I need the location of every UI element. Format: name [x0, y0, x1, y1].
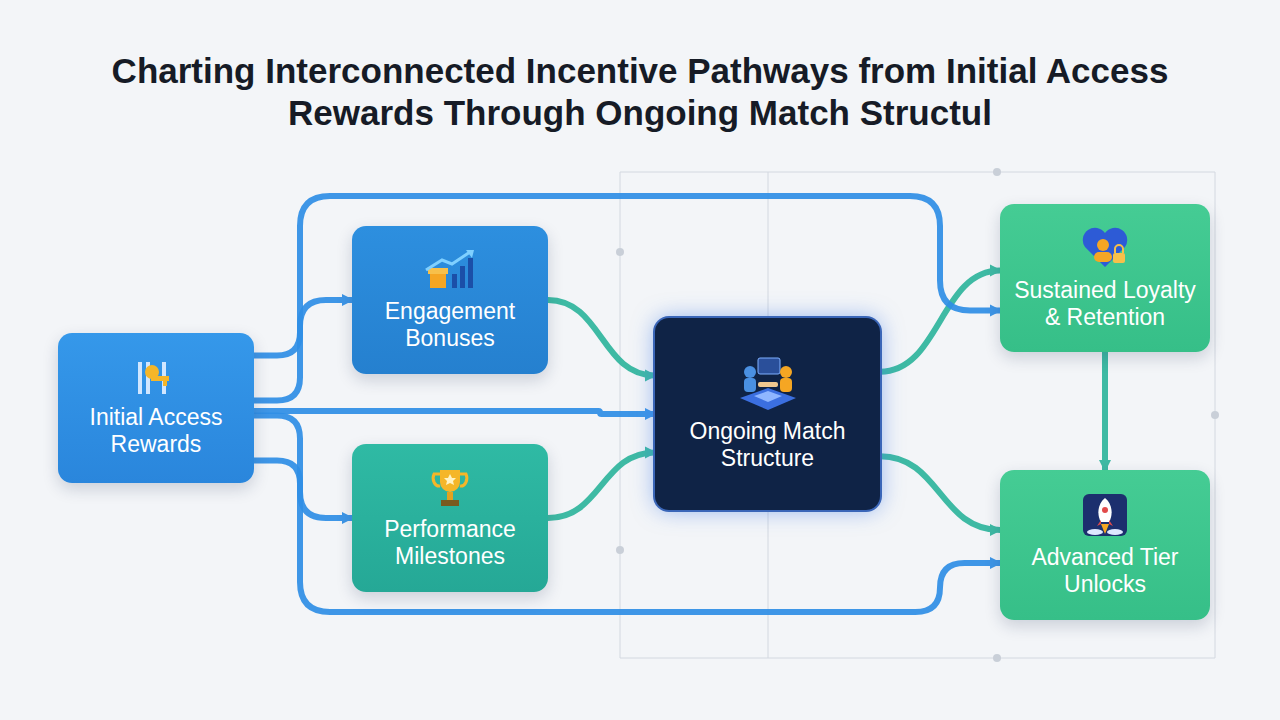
- node-icon: [430, 466, 470, 510]
- node-label: Performance Milestones: [362, 516, 538, 570]
- node-icon: [732, 356, 804, 412]
- flow-connector: [1102, 352, 1108, 470]
- node-label: Initial Access Rewards: [68, 404, 244, 458]
- flow-connector: [254, 411, 655, 414]
- start-box: Initial Access Rewards: [58, 333, 254, 483]
- node-label: Sustained Loyalty & Retention: [1010, 277, 1200, 331]
- outcome-box: Advanced Tier Unlocks: [1000, 470, 1210, 620]
- node-label: Advanced Tier Unlocks: [1010, 544, 1200, 598]
- process-box: Engagement Bonuses: [352, 226, 548, 374]
- node-icon: [134, 358, 178, 398]
- flow-connector: [548, 300, 655, 376]
- node-icon: [1079, 225, 1131, 271]
- outcome-box: Sustained Loyalty & Retention: [1000, 204, 1210, 352]
- hub-box: Ongoing Match Structure: [655, 318, 880, 510]
- node-label: Ongoing Match Structure: [665, 418, 870, 472]
- node-icon: [422, 248, 478, 292]
- flow-connector: [880, 456, 1000, 530]
- guide-dots: [616, 168, 1219, 662]
- diagram-title: Charting Interconnected Incentive Pathwa…: [40, 50, 1240, 134]
- node-icon: [1081, 492, 1129, 538]
- flow-connector: [548, 452, 655, 518]
- node-label: Engagement Bonuses: [362, 298, 538, 352]
- process-box: Performance Milestones: [352, 444, 548, 592]
- guide-lines: [620, 172, 1215, 658]
